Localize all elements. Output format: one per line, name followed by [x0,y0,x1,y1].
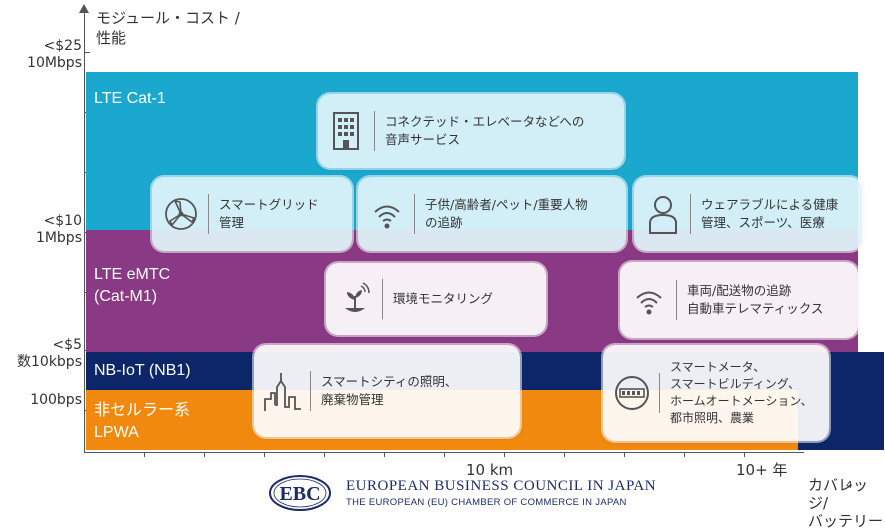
x-tick-label-10years: 10+ 年 [736,461,788,479]
usecase-card-environment: 環境モニタリング [326,263,546,335]
card-text: スマートメータ、 スマートビルディング、 ホームオートメーション、 都市照明、農… [670,360,813,425]
x-tick [564,452,565,457]
x-tick [744,452,745,457]
band-label-nb-iot: NB-IoT (NB1) [94,362,191,379]
card-separator [690,194,691,234]
card-text: 環境モニタリング [393,291,494,306]
usecase-card-smart-grid: スマートグリッド 管理 [152,177,352,251]
page-number: 4 [846,480,853,491]
y-axis-title-line1: モジュール・コスト / [96,9,240,27]
usecase-card-smart-city: スマートシティの照明、 廃棄物管理 [254,345,520,437]
x-tick [384,452,385,457]
y-level-cost: <$10 [43,213,82,229]
wifi-tracker-icon [364,196,410,232]
ebc-logo: EBC [268,474,332,512]
x-tick [264,452,265,457]
card-separator [374,111,375,151]
y-axis-arrow-icon [79,4,89,13]
y-axis-title-line2: 性能 [96,29,127,47]
city-icon [260,369,306,413]
ebc-logo-mark: EBC [269,475,331,511]
x-tick [504,452,505,457]
person-icon [640,193,686,235]
band-label-lte-emtc: LTE eMTC (Cat-M1) [94,266,171,305]
building-icon [324,110,370,152]
x-tick [204,452,205,457]
meter-icon [609,374,655,412]
y-level-label: <$25 10Mbps [0,38,82,72]
card-separator [659,373,660,413]
y-level-label: <$5 数10kbps [0,337,82,371]
x-tick [324,452,325,457]
card-separator [676,280,677,320]
usecase-card-smart-meter: スマートメータ、 スマートビルディング、 ホームオートメーション、 都市照明、農… [603,345,829,441]
card-separator [382,279,383,319]
y-tick [84,52,90,53]
wifi-vehicle-icon [626,282,672,318]
org-subtitle: THE EUROPEAN (EU) CHAMBER OF COMMERCE IN… [346,497,627,508]
y-level-label: 100bps [0,392,82,409]
svg-text:EBC: EBC [279,483,320,505]
x-tick [144,452,145,457]
card-separator [208,194,209,234]
usecase-card-vehicle-tracking: 車両/配送物の追跡 自動車テレマティックス [620,262,858,338]
y-level-rate: 10Mbps [27,55,82,71]
x-tick [444,452,445,457]
band-label-lpwa: 非セルラー系 LPWA [94,402,191,441]
y-axis-title: モジュール・コスト / 性能 [96,8,240,48]
org-name: EUROPEAN BUSINESS COUNCIL IN JAPAN [346,478,657,494]
card-text: スマートグリッド 管理 [219,197,319,230]
plant-sensor-icon [332,280,378,318]
usecase-card-elevator: コネクテッド・エレベータなどへの 音声サービス [318,94,624,168]
x-tick-label-10km: 10 km [466,461,514,479]
y-level-cost: <$5 [52,337,82,353]
card-text: 車両/配送物の追跡 自動車テレマティックス [687,283,824,316]
card-text: コネクテッド・エレベータなどへの 音声サービス [385,114,585,147]
card-separator [414,194,415,234]
y-level-cost: <$25 [43,38,82,54]
card-text: スマートシティの照明、 廃棄物管理 [321,374,458,407]
wind-turbine-icon [158,194,204,234]
y-level-rate: 100bps [30,392,82,408]
usecase-card-people-tracking: 子供/高齢者/ペット/重要人物 の追跡 [358,177,626,251]
usecase-card-wearables: ウェアラブルによる健康 管理、スポーツ、医療 [634,177,862,251]
x-tick [684,452,685,457]
y-level-label: <$10 1Mbps [0,213,82,247]
x-axis-title-line1: カバレッジ/ [808,476,869,512]
card-text: 子供/高齢者/ペット/重要人物 の追跡 [425,197,588,230]
x-tick [624,452,625,457]
x-axis-title-line2: バッテリー [808,512,884,530]
y-level-rate: 1Mbps [35,230,82,246]
card-text: ウェアラブルによる健康 管理、スポーツ、医療 [701,197,839,230]
card-separator [310,371,311,411]
band-label-lte-cat1: LTE Cat-1 [94,90,166,107]
y-level-rate: 数10kbps [17,354,82,370]
